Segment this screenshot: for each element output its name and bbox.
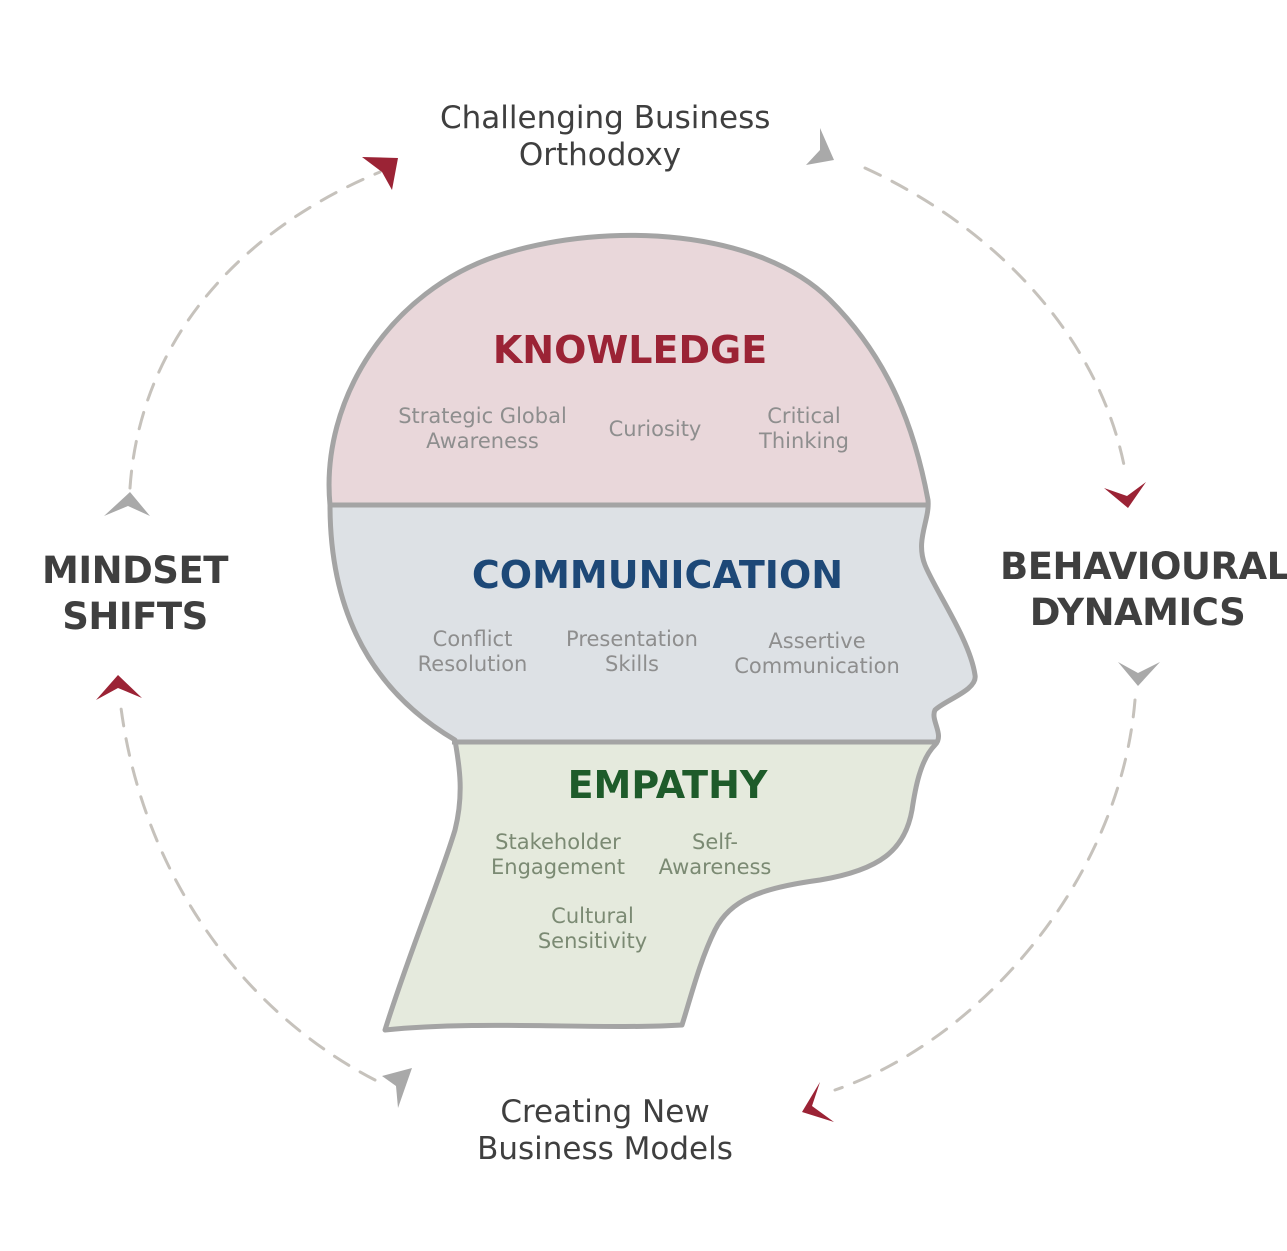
item-line: Self- [692,830,738,854]
item-line: Thinking [759,428,849,453]
item-line: Assertive [768,629,866,653]
item-cultural-sensitivity: Cultural Sensitivity [525,904,660,954]
item-line: Awareness [426,428,539,453]
arrowhead-red-left [96,675,142,700]
arrowhead-gray-right-bottom [1118,662,1160,686]
arc-top-right [863,166,1127,472]
label-bottom-line-1: Creating New [500,1094,710,1130]
label-left-line-2: SHIFTS [62,595,208,639]
title-knowledge: KNOWLEDGE [492,328,768,372]
label-right: BEHAVIOURAL DYNAMICS [1000,544,1287,637]
item-conflict-resolution: Conflict Resolution [400,627,545,677]
item-line: Critical [767,404,841,428]
band-communication [329,505,976,742]
item-line: Engagement [491,854,625,879]
item-line: Stakeholder [495,830,621,854]
arrowhead-red-bottom-right [802,1082,834,1122]
item-line: Strategic Global [398,404,567,428]
title-communication: COMMUNICATION [471,553,844,597]
item-self-awareness: Self- Awareness [645,830,785,880]
label-left-line-1: MINDSET [42,549,228,592]
item-line: Presentation [566,627,698,651]
item-curiosity: Curiosity [595,417,715,442]
arrowhead-red-right [1104,482,1146,508]
arrowhead-red-top-left [362,157,398,190]
item-assertive-communication: Assertive Communication [722,629,912,679]
arc-bottom-left [118,698,377,1082]
arc-left-top [128,170,382,490]
item-line: Awareness [658,854,772,879]
label-right-line-2: DYNAMICS [1029,591,1246,635]
item-line: Conflict [432,627,513,651]
item-presentation-skills: Presentation Skills [552,627,712,677]
item-line: Communication [734,653,900,678]
arrowhead-gray-bottom-left [382,1068,412,1108]
label-top: Challenging Business Orthodoxy [440,100,771,174]
label-left: MINDSET SHIFTS [35,548,235,641]
label-right-line-1: BEHAVIOURAL [1000,545,1287,588]
item-stakeholder-engagement: Stakeholder Engagement [478,830,638,880]
label-bottom: Creating New Business Models [460,1094,750,1168]
item-line: Sensitivity [537,928,648,953]
item-line: Cultural [551,904,634,928]
cycle-arrowheads [96,128,1160,1122]
cycle-arcs [118,166,1137,1092]
item-strategic-global-awareness: Strategic Global Awareness [380,404,585,454]
item-line: Resolution [417,651,528,676]
label-top-line-1: Challenging Business [440,100,771,136]
label-top-line-2: Orthodoxy [518,137,682,174]
arc-right-bottom [833,698,1137,1092]
arrowhead-gray-top-right [806,128,834,165]
item-critical-thinking: Critical Thinking [744,404,864,454]
title-empathy: EMPATHY [567,763,768,807]
arrowhead-gray-left-top [104,492,150,516]
item-line: Curiosity [608,417,702,441]
label-bottom-line-2: Business Models [477,1131,733,1168]
item-line: Skills [605,651,659,676]
